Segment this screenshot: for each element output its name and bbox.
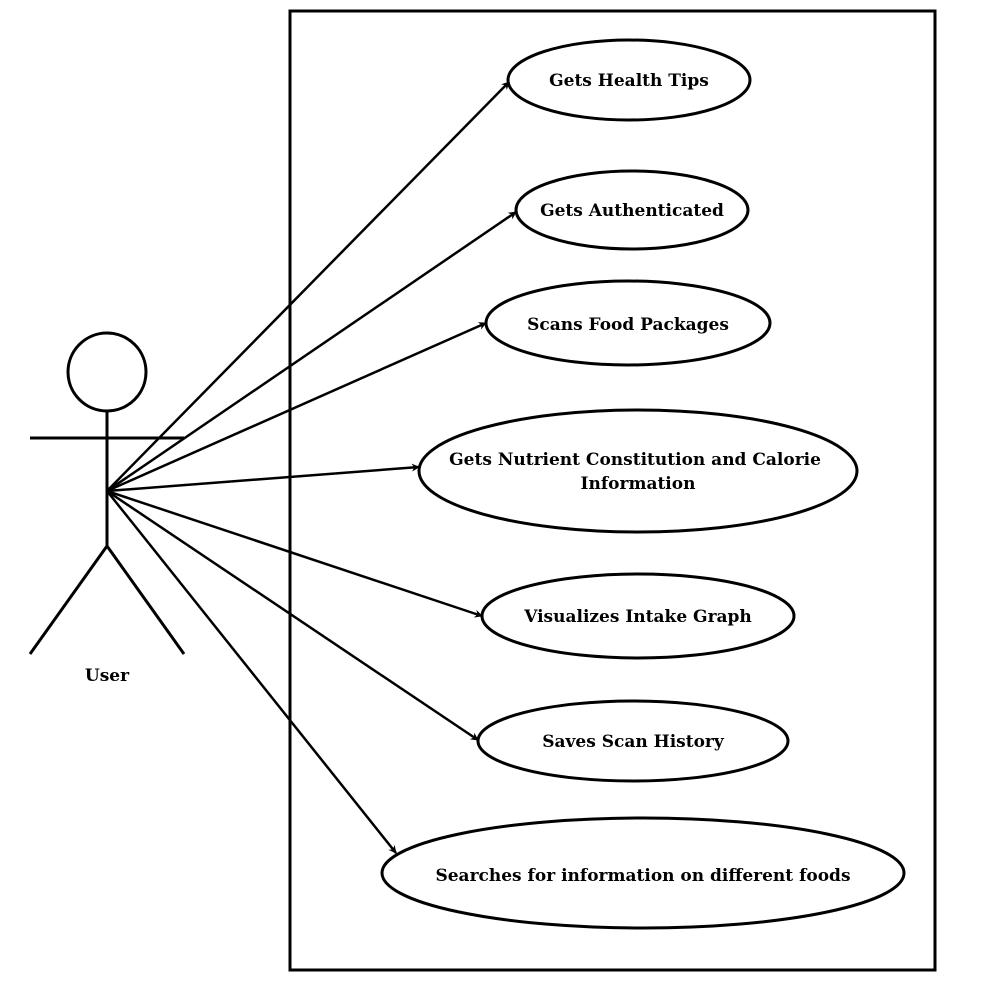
use-case-scans-food-packages: Scans Food Packages: [484, 279, 772, 367]
actor-label: User: [85, 666, 130, 686]
use-case-label: Searches for information on different fo…: [435, 866, 850, 886]
use-cases: Gets Health Tips Gets Authenticated Scan…: [380, 38, 906, 930]
use-case-ellipse: [506, 38, 752, 122]
use-case-visualizes-intake-graph: Visualizes Intake Graph: [480, 572, 796, 660]
actor-right-leg: [105, 545, 186, 655]
use-case-ellipse: [417, 408, 859, 534]
use-case-label: Gets Nutrient Constitution and Calorie I…: [449, 450, 827, 494]
system-boundary: [288, 9, 937, 972]
associations: [106, 81, 517, 854]
use-case-ellipse: [514, 169, 750, 251]
use-case-label: Saves Scan History: [542, 732, 725, 752]
use-case-label: Visualizes Intake Graph: [523, 607, 752, 627]
use-case-label: Gets Health Tips: [549, 71, 709, 91]
use-case-gets-authenticated: Gets Authenticated: [514, 169, 750, 251]
use-case-ellipse: [480, 572, 796, 660]
use-case-saves-scan-history: Saves Scan History: [476, 699, 790, 783]
use-case-label: Scans Food Packages: [527, 315, 729, 335]
use-case-ellipse: [484, 279, 772, 367]
use-case-label: Gets Authenticated: [540, 201, 724, 221]
use-case-gets-health-tips: Gets Health Tips: [506, 38, 752, 122]
use-case-ellipse: [380, 816, 906, 930]
use-case-searches-for-information: Searches for information on different fo…: [380, 816, 906, 930]
actor-left-leg: [28, 545, 109, 655]
association-arrow-1: [106, 81, 510, 492]
association-arrow-5: [106, 489, 483, 618]
association-arrow-2: [106, 210, 517, 493]
use-case-gets-nutrient-constitution: Gets Nutrient Constitution and Calorie I…: [417, 408, 859, 534]
association-arrow-4: [106, 463, 420, 493]
actor-user: User: [28, 331, 186, 686]
association-arrow-7: [106, 490, 397, 854]
stick-figure-icon: [28, 331, 186, 655]
use-case-ellipse: [476, 699, 790, 783]
association-arrow-6: [106, 489, 479, 742]
association-arrow-3: [106, 321, 487, 493]
actor-head: [66, 331, 148, 413]
